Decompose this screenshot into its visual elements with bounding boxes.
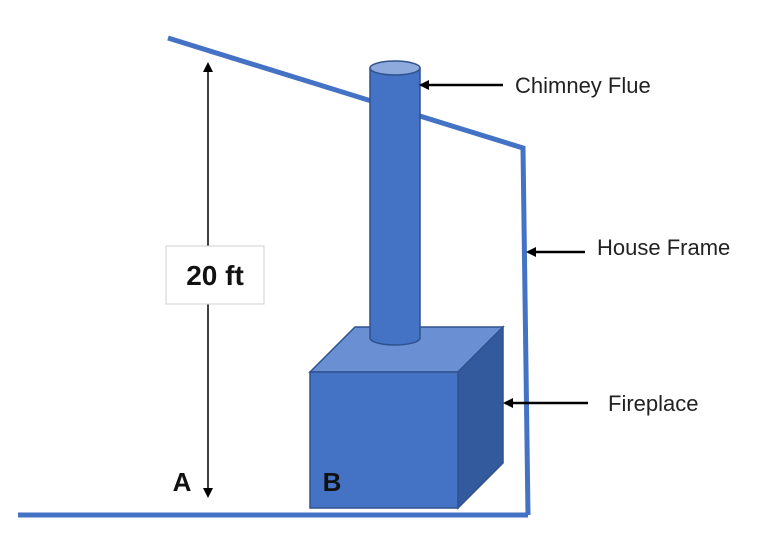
point-b-label: B bbox=[323, 467, 342, 497]
point-a-label: A bbox=[173, 467, 192, 497]
height-label: 20 ft bbox=[186, 260, 244, 291]
fireplace-label: Fireplace bbox=[608, 391, 698, 416]
chimney-flue-top bbox=[369, 60, 421, 76]
height-label-box bbox=[165, 245, 265, 305]
chimney-flue-label: Chimney Flue bbox=[515, 73, 651, 98]
house-frame-outline bbox=[167, 35, 531, 516]
house-frame-label: House Frame bbox=[597, 235, 730, 260]
fireplace-front-face bbox=[309, 371, 459, 509]
chimney-flue-body bbox=[369, 67, 421, 346]
